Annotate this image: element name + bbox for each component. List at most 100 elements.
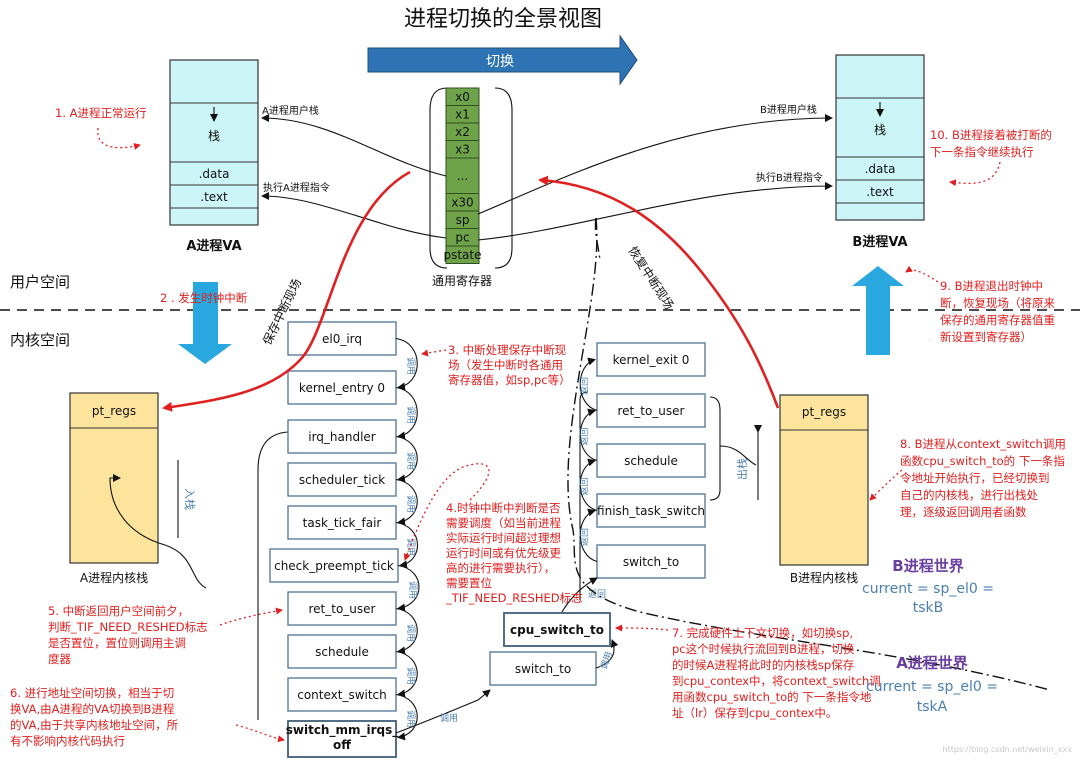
left-func-3[interactable]: scheduler_tick: [287, 462, 397, 497]
note-2-text: 2 . 发生时钟中断: [160, 291, 248, 305]
register-label: x1: [455, 107, 470, 121]
register-pstate: pstate: [443, 245, 482, 264]
va-a-stack: 栈: [208, 128, 220, 143]
watermark: https://blog.csdn.net/weixin_xxx: [943, 745, 1073, 754]
registers-caption: 通用寄存器: [432, 273, 492, 288]
register-ellipsis: ...: [445, 157, 480, 194]
world-a-line1: current = sp_el0 =: [866, 679, 998, 695]
left-func-0[interactable]: el0_irq: [287, 321, 397, 356]
note-9-text: 9. B进程退出时钟中断，恢复现场（将原来保存的通用寄存器值重新设置到寄存器）: [940, 279, 1055, 344]
left-func-9[interactable]: switch_mm_irqs_off: [286, 720, 399, 758]
note-9: 9. B进程退出时钟中断，恢复现场（将原来保存的通用寄存器值重新设置到寄存器）: [905, 265, 1055, 344]
return-label: 返回: [578, 477, 590, 495]
right-func-3[interactable]: finish_task_switch: [596, 493, 706, 528]
register-label: sp: [456, 213, 470, 227]
register-x30: x30: [445, 193, 480, 212]
left-func-label: irq_handler: [308, 430, 376, 444]
right-func-4[interactable]: switch_to: [596, 544, 706, 579]
cpu-switch-to-box[interactable]: cpu_switch_to: [503, 612, 611, 647]
save-context-red-line: [162, 170, 411, 412]
note-2: 2 . 发生时钟中断: [160, 291, 248, 305]
left-func-7[interactable]: schedule: [287, 634, 397, 669]
note-6-text: 6. 进行地址空间切换，相当于切换VA,由A进程的VA切换到B进程的VA,由于共…: [10, 686, 179, 748]
note-1: 1. A进程正常运行: [55, 106, 147, 150]
call-label: 调用: [405, 624, 416, 642]
va-b-data: .data: [865, 162, 896, 176]
return-label: 返回: [578, 377, 590, 395]
kernel-space-label: 内核空间: [10, 331, 70, 349]
call-label: 调用: [407, 581, 418, 599]
note-6: 6. 进行地址空间切换，相当于切换VA,由A进程的VA切换到B进程的VA,由于共…: [10, 686, 285, 748]
va-a-text: .text: [200, 190, 228, 204]
kernel-stack-a: pt_regs A进程内核栈 入栈: [69, 392, 197, 585]
kstack-a-caption: A进程内核栈: [80, 570, 148, 585]
mid-switch-to-box[interactable]: switch_to: [489, 651, 597, 686]
note-1-text: 1. A进程正常运行: [55, 106, 147, 120]
call-label: 调用: [405, 357, 416, 375]
va-b-stack: 栈: [874, 122, 886, 137]
left-func-label: kernel_entry 0: [299, 381, 385, 395]
return-label: 返回: [578, 528, 590, 546]
register-sp: sp: [445, 210, 480, 229]
call-label-switch-to-cpu: 调用: [598, 650, 614, 671]
left-func-label: schedule: [315, 645, 369, 659]
diagram-title: 进程切换的全景视图: [404, 7, 602, 32]
register-x1: x1: [445, 105, 480, 124]
switch-arrow-label: 切换: [486, 53, 514, 70]
world-b-title: B进程世界: [892, 557, 963, 575]
left-func-5[interactable]: check_preempt_tick: [269, 548, 399, 583]
va-b-caption: B进程VA: [852, 235, 907, 250]
register-x2: x2: [445, 122, 480, 141]
call-label: 调用: [405, 710, 416, 728]
left-func-1[interactable]: kernel_entry 0: [287, 370, 397, 405]
down-blue-arrow: [178, 282, 232, 364]
kstack-a-header: pt_regs: [92, 404, 136, 418]
execution-flow-line: [567, 217, 1051, 691]
right-func-2[interactable]: schedule: [596, 443, 706, 478]
right-func-label: finish_task_switch: [597, 504, 705, 518]
restore-context-label: 恢复中断现场: [625, 243, 677, 312]
right-func-1[interactable]: ret_to_user: [596, 393, 706, 428]
note-4: 4.时钟中断中判断是否需要调度（如当前进程实际运行时间超过理想运行时间或有优先级…: [403, 463, 583, 605]
register-x3: x3: [445, 140, 480, 159]
left-func-label: task_tick_fair: [303, 516, 382, 530]
kstack-b-header: pt_regs: [802, 405, 846, 419]
left-func-4[interactable]: task_tick_fair: [287, 505, 397, 540]
right-call-chain: kernel_exit 0 ret_to_user 返回 schedule 返回 fini…: [578, 342, 706, 579]
left-func-2[interactable]: irq_handler: [287, 419, 397, 454]
left-func-8[interactable]: context_switch: [287, 677, 397, 712]
note-7-text: 7. 完成硬件上下文切换，如切换sp,pc这个时候执行流回到B进程，切换的时候A…: [672, 626, 881, 720]
note-7: 7. 完成硬件上下文切换，如切换sp,pc这个时候执行流回到B进程，切换的时候A…: [615, 624, 881, 720]
kernel-stack-b: pt_regs B进程内核栈 出栈: [735, 394, 869, 585]
left-func-label: ret_to_user: [309, 602, 376, 616]
right-func-0[interactable]: kernel_exit 0: [596, 342, 706, 377]
va-b-text: .text: [866, 185, 894, 199]
right-func-label: kernel_exit 0: [613, 353, 690, 367]
note-5: 5. 中断返回用户空间前夕，判断_TIF_NEED_RESHED标志是否置位，置…: [48, 604, 283, 666]
kstack-b-caption: B进程内核栈: [790, 570, 858, 585]
world-a-title: A进程世界: [896, 654, 968, 672]
up-blue-arrow: [852, 266, 904, 355]
process-a-va: 栈 .data .text A进程VA: [169, 59, 259, 254]
world-a: A进程世界 current = sp_el0 = tskA: [866, 654, 998, 715]
world-b-line2: tskB: [913, 600, 944, 616]
call-label: 调用: [405, 495, 416, 513]
left-func-label: switch_mm_irqs_off: [286, 723, 399, 752]
left-func-label: context_switch: [297, 688, 387, 702]
note-5-text: 5. 中断返回用户空间前夕，判断_TIF_NEED_RESHED标志是否置位，置…: [48, 604, 208, 666]
note-3-text: 3. 中断处理保存中断现场（发生中断时各通用寄存器值，如sp,pc等）: [448, 343, 571, 387]
left-func-6[interactable]: ret_to_user: [287, 591, 397, 626]
va-a-data: .data: [199, 167, 230, 181]
call-label: 调用: [405, 452, 416, 470]
right-func-label: switch_to: [623, 555, 679, 569]
va-b-exec-label: 执行B进程指令: [756, 171, 823, 184]
user-space-label: 用户空间: [10, 273, 70, 291]
left-func-label: check_preempt_tick: [274, 559, 394, 573]
call-label: 调用: [405, 667, 416, 685]
process-b-va: 栈 .data .text B进程VA: [835, 54, 925, 250]
mid-switch-to-label: switch_to: [515, 662, 571, 676]
register-label: pstate: [443, 248, 481, 262]
world-a-line2: tskA: [917, 699, 948, 715]
